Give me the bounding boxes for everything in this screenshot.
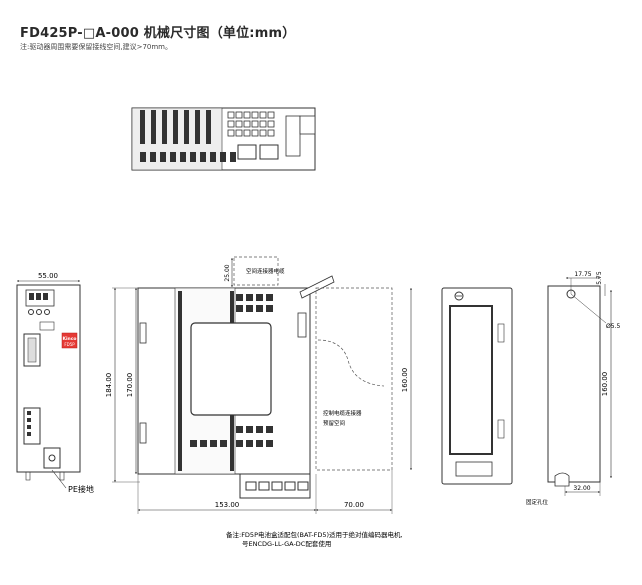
ext-dim: 70.00	[344, 501, 364, 509]
side-terminal-grid	[190, 294, 273, 447]
height-right-dim: 160.00	[401, 368, 409, 393]
mount-height-dim: 160.00	[601, 372, 609, 397]
mount-view: Ø5.5 17.75 5.75 160.00 32.00 固定孔位	[526, 271, 620, 506]
front-width-dim: 55.00	[38, 272, 58, 280]
back-view	[441, 287, 513, 485]
rj45-port-2	[259, 144, 279, 160]
mount-bottom-dim: 32.00	[573, 485, 590, 492]
hole-dim: Ø5.5	[606, 323, 620, 330]
power-terminal	[23, 407, 41, 445]
brand-name: Kinco	[63, 336, 77, 342]
depth-dim: 153.00	[215, 501, 240, 509]
footnote-line2: 号ENCDG-LL-GA-DC配套使用	[242, 539, 331, 548]
brand-logo	[61, 332, 78, 349]
mount-top-dim2: 5.75	[596, 271, 603, 285]
mount-hole-label: 固定孔位	[526, 498, 549, 506]
pe-label: PE接地	[68, 484, 94, 494]
height-inner-dim: 170.00	[126, 373, 134, 398]
side-view: 184.00 170.00 空间连接器电缆 25.00	[105, 256, 412, 514]
front-view: 55.00 Kinco FD5P PE接地	[16, 272, 94, 494]
control-label-2: 预留空间	[323, 419, 345, 427]
height-total-dim: 184.00	[105, 373, 113, 398]
top-connector-label: 空间连接器电缆	[246, 267, 285, 275]
rj45-port-1	[237, 144, 257, 160]
control-label-1: 控制电缆连接器	[323, 409, 362, 417]
side-label-panel	[190, 322, 272, 416]
top-connector-grid	[227, 111, 275, 137]
heatsink-fins	[140, 110, 211, 144]
brand-model: FD5P	[64, 342, 75, 347]
top-clearance-dim: 25.00	[224, 264, 231, 281]
footnote-line1: 备注:FD5P电池盒适配包(BAT-FD5)适用于绝对值编码器电机,	[226, 530, 403, 539]
top-terminal-row	[140, 152, 236, 162]
top-view	[131, 107, 316, 171]
pe-terminal	[43, 447, 61, 469]
page-title: FD425P-□A-000 机械尺寸图（单位:mm）	[20, 26, 296, 41]
mount-top-dim1: 17.75	[574, 271, 591, 278]
spacing-note: 注:驱动器周围需要保留接线空间,建议>70mm。	[20, 43, 172, 51]
